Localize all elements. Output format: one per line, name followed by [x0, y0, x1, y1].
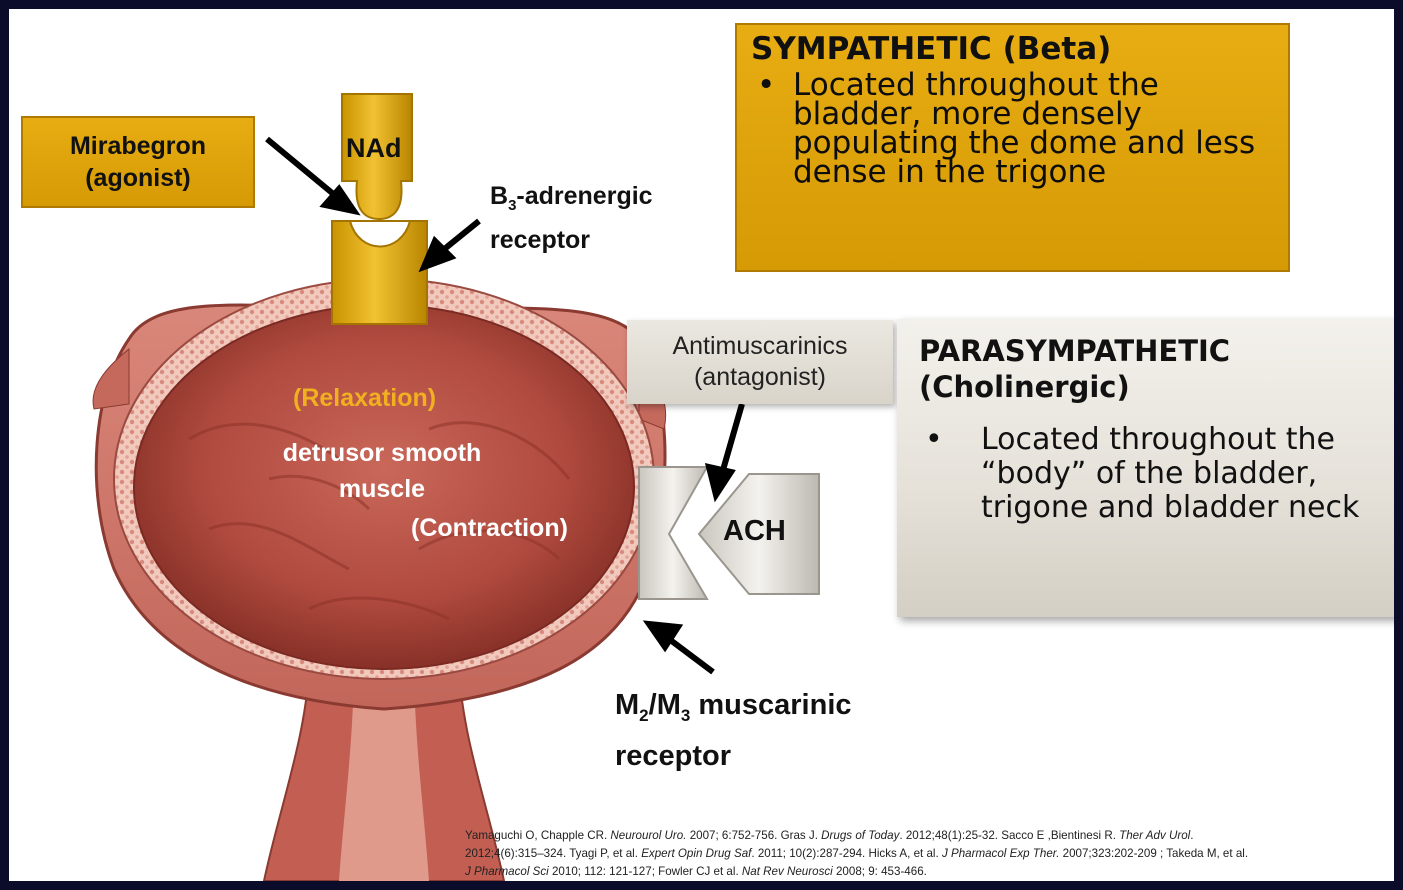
mirabegron-label-box: Mirabegron (agonist): [21, 116, 255, 208]
parasympathetic-box: PARASYMPATHETIC (Cholinergic) • Located …: [897, 319, 1403, 617]
antimuscarinics-box: Antimuscarinics (antagonist): [627, 320, 893, 404]
antimuscarinics-role: (antagonist): [694, 362, 826, 393]
nad-label: NAd: [346, 133, 402, 164]
sympathetic-title: SYMPATHETIC (Beta): [751, 31, 1274, 67]
b3-receptor-shape: [332, 221, 427, 324]
mirabegron-role: (agonist): [85, 162, 191, 194]
mirabegron-name: Mirabegron: [70, 130, 206, 162]
citation: Yamaguchi O, Chapple CR. Neurourol Uro. …: [465, 827, 1395, 881]
sympathetic-box: SYMPATHETIC (Beta) • Located throughout …: [735, 23, 1290, 272]
contraction-label: (Contraction): [411, 514, 568, 543]
sympathetic-bullet: • Located throughout the bladder, more d…: [751, 71, 1274, 187]
relaxation-label: (Relaxation): [293, 384, 436, 413]
ach-label: ACH: [723, 515, 786, 548]
b3-receptor-label: B3-adrenergic receptor: [490, 179, 653, 258]
parasympathetic-bullet: • Located throughout the “body” of the b…: [919, 423, 1395, 525]
sympathetic-text: Located throughout the bladder, more den…: [793, 71, 1274, 187]
bladder-left-flap: [93, 349, 129, 409]
detrusor-label: detrusor smooth muscle: [257, 435, 507, 507]
antimuscarinics-name: Antimuscarinics: [672, 331, 847, 362]
parasympathetic-text: Located throughout the “body” of the bla…: [981, 423, 1391, 525]
parasympathetic-title: PARASYMPATHETIC (Cholinergic): [919, 333, 1339, 405]
m-receptor-label: M2/M3 muscarinic receptor: [615, 685, 852, 776]
m-receptor-shape: [639, 467, 707, 599]
